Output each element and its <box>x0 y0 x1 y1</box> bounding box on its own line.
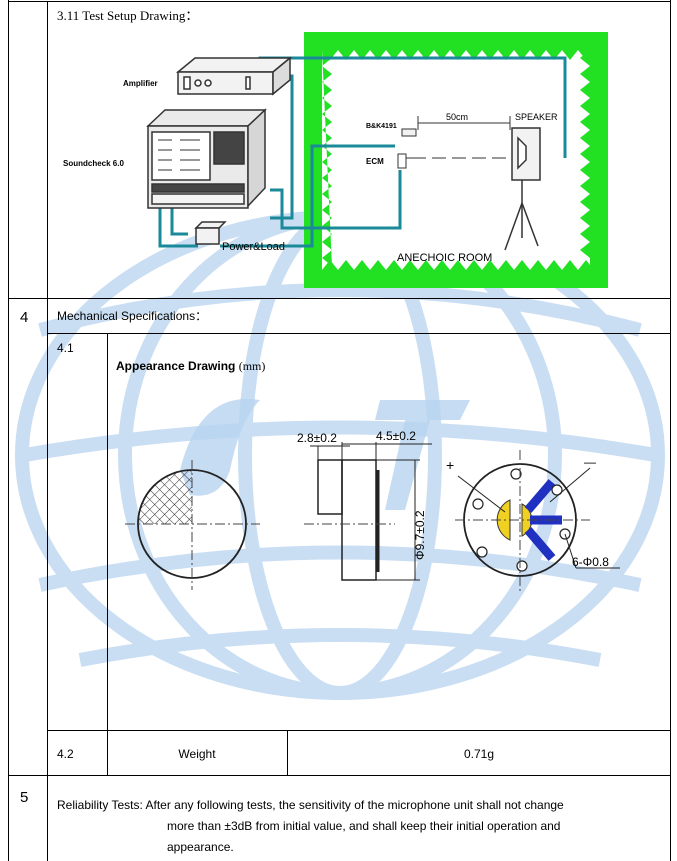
dim-holes: 6-Φ0.8 <box>572 555 609 569</box>
table-border-left <box>8 0 9 861</box>
weight-label: Weight <box>178 747 216 761</box>
sub-column-divider <box>107 333 108 776</box>
column-divider <box>47 1 48 861</box>
section-5-number: 5 <box>20 789 29 806</box>
power-load-label: Power&Load <box>222 241 285 253</box>
terminal-minus: — <box>584 455 596 469</box>
reliability-line-1: Reliability Tests: After any following t… <box>57 798 564 812</box>
reliability-line-3: appearance. <box>167 840 234 854</box>
appearance-drawing-unit: (mm) <box>238 359 266 373</box>
anechoic-room-label: ANECHOIC ROOM <box>397 252 492 264</box>
ecm-label: ECM <box>366 157 384 166</box>
soundcheck-label: Soundcheck 6.0 <box>63 159 124 168</box>
speaker-label: SPEAKER <box>515 112 558 122</box>
bk4191-label: B&K4191 <box>366 123 397 130</box>
terminal-plus: + <box>446 457 454 473</box>
appearance-drawing-title: Appearance Drawing (mm) <box>116 359 265 373</box>
dim-diameter: Φ9.7±0.2 <box>413 510 427 560</box>
row-divider-4 <box>8 298 671 299</box>
section-3-11-title: 3.11 Test Setup Drawing： <box>57 8 199 23</box>
table-border-right <box>670 0 671 861</box>
dim-thickness-a: 2.8±0.2 <box>297 431 337 445</box>
dim-thickness-b: 4.5±0.2 <box>376 429 416 443</box>
weight-value: 0.71g <box>463 747 495 761</box>
reliability-line-2: more than ±3dB from initial value, and s… <box>167 819 561 833</box>
appearance-drawing: 2.8±0.2 4.5±0.2 Φ9.7±0.2 + — 6-Φ0.8 <box>125 429 620 592</box>
test-setup-diagram: Amplifier Soundcheck 6.0 Power&Load B&K4… <box>63 32 608 288</box>
row-divider-5 <box>8 775 671 776</box>
appearance-drawing-label: Appearance Drawing <box>116 359 236 373</box>
section-4-title: Mechanical Specifications： <box>57 309 208 323</box>
section-4-2-number: 4.2 <box>57 747 74 761</box>
table-border-top <box>8 1 671 2</box>
section-4-number: 4 <box>20 309 29 326</box>
distance-label: 50cm <box>446 112 468 122</box>
section-4-1-number: 4.1 <box>57 341 74 355</box>
row-divider-4-2 <box>47 730 671 731</box>
row-divider-4-1 <box>47 333 671 334</box>
amplifier-label: Amplifier <box>123 79 158 88</box>
weight-cell-divider <box>287 730 288 776</box>
